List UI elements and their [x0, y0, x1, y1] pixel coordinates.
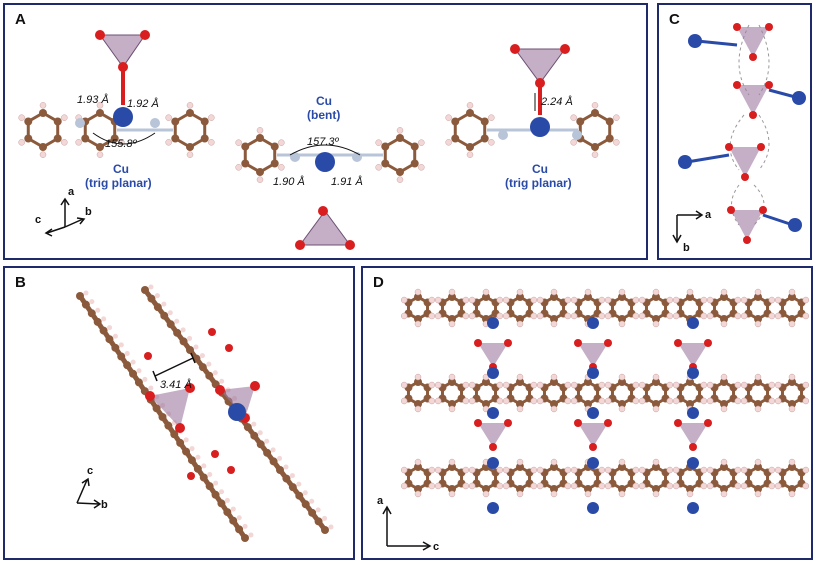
bond-right: 2.24 Å: [540, 95, 573, 108]
cu-atom-d: [587, 317, 599, 329]
cu-atom-d: [687, 367, 699, 379]
pyridyl-ring: [453, 111, 487, 149]
pyridyl-ring: [383, 136, 417, 174]
panel-d: D a c: [361, 266, 813, 560]
pyridyl-ring: [243, 136, 277, 174]
distance-label: 3.41 Å: [160, 378, 192, 391]
axis-indicator-d: [382, 505, 432, 551]
cu-atom-d: [487, 367, 499, 379]
axis-indicator-c: [672, 210, 704, 244]
cu-atom-d: [687, 502, 699, 514]
angle-arc-center: [289, 144, 361, 156]
axis-indicator-b: [76, 477, 102, 509]
cu-atom-d: [587, 367, 599, 379]
axis-a-up: a: [68, 186, 75, 198]
bond-center-2: 1.91 Å: [331, 175, 363, 188]
cu-atom-d: [487, 407, 499, 419]
panel-b-structure: 3.41 Å c b: [76, 284, 334, 542]
cu-atom-center: [315, 152, 335, 172]
sulfate-column: [729, 27, 769, 240]
cu-atom-d: [487, 457, 499, 469]
panel-b: B 3.41 Å c b: [3, 266, 355, 560]
cu-atom-right: [530, 117, 550, 137]
axis-b-up: c: [87, 465, 93, 477]
cu-atom-d: [687, 457, 699, 469]
axis-indicator-a: [44, 197, 86, 237]
cu-atom-c2: [792, 91, 806, 105]
nitrogen-atom: [290, 152, 300, 162]
panel-c-structure: a b: [672, 23, 806, 254]
axis-b-right: b: [101, 499, 108, 511]
cu-center-line2: (bent): [307, 108, 340, 122]
cu-right-line2: (trig planar): [505, 176, 572, 190]
axis-c-right: a: [705, 209, 712, 221]
cu-atom-d: [487, 317, 499, 329]
cu-atom-d: [487, 502, 499, 514]
pyridyl-ring: [26, 111, 60, 149]
cu-atom-d: [687, 317, 699, 329]
cu-atom-c4: [788, 218, 802, 232]
cu-atom-c1: [688, 34, 702, 48]
sulfate-left: [95, 30, 150, 105]
angle-arc-left: [92, 132, 156, 145]
sulfate-bottom: [295, 206, 355, 250]
panel-d-structure: a c: [377, 288, 810, 553]
sulfate-right: [510, 44, 570, 115]
cu-atom-d: [687, 407, 699, 419]
nitrogen-atom: [75, 118, 85, 128]
cu-atom-d: [587, 457, 599, 469]
axis-d-up: a: [377, 495, 384, 507]
cu-atom-c3: [678, 155, 692, 169]
cu-atom-d: [587, 407, 599, 419]
cu-atom-left: [113, 107, 133, 127]
cu-left-line1: Cu: [113, 162, 129, 176]
distance-bracket: [152, 352, 196, 382]
panel-d-label: D: [373, 274, 384, 291]
panel-a-structure: 1.93 Å 1.92 Å 155.8º Cu (trig planar) Cu…: [18, 30, 620, 250]
cu-right-line1: Cu: [532, 162, 548, 176]
cu-left-line2: (trig planar): [85, 176, 152, 190]
pyridyl-ring: [578, 111, 612, 149]
panel-a: A 1.93 Å 1.92 Å 15: [3, 3, 648, 260]
angle-left: 155.8º: [105, 138, 138, 150]
panel-b-label: B: [15, 274, 26, 291]
cu-atom-d: [587, 502, 599, 514]
pyridyl-ring: [173, 111, 207, 149]
axis-c-down: b: [683, 242, 690, 254]
axis-a-right: b: [85, 206, 92, 218]
panel-c: C: [657, 3, 812, 260]
cu-atom-b: [228, 403, 246, 421]
axis-a-left: c: [35, 214, 41, 226]
axis-d-right: c: [433, 541, 439, 553]
panel-c-label: C: [669, 11, 680, 28]
angle-center: 157.3º: [307, 136, 340, 148]
panel-a-label: A: [15, 11, 26, 28]
nitrogen-atom: [572, 130, 582, 140]
nitrogen-atom: [150, 118, 160, 128]
bond-left-1: 1.93 Å: [77, 93, 109, 106]
cu-center-line1: Cu: [316, 94, 332, 108]
bond-center-1: 1.90 Å: [273, 175, 305, 188]
nitrogen-atom: [498, 130, 508, 140]
sulfate-b: [145, 381, 260, 433]
bond-left-2: 1.92 Å: [127, 97, 159, 110]
